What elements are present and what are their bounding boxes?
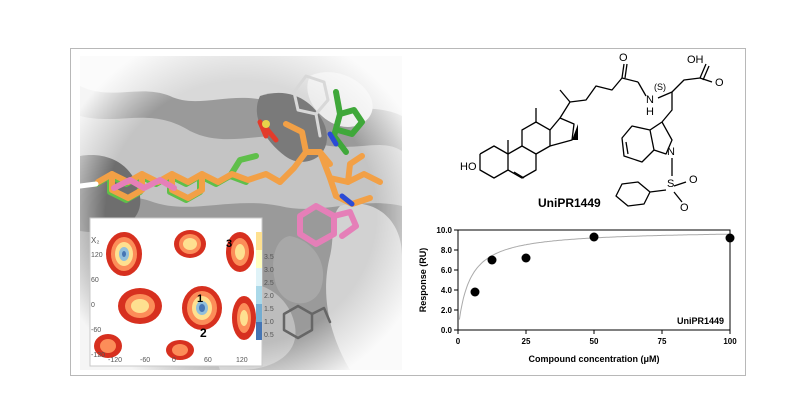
x-tick-label: 100 (723, 337, 737, 346)
x-tick-label: -120 (108, 357, 123, 364)
y-tick-label: 2.0 (441, 306, 453, 315)
atom-ho: HO (460, 161, 477, 173)
y-tick-label: 4.0 (441, 286, 453, 295)
region-label-3: 3 (226, 238, 233, 250)
plot-frame (457, 229, 731, 331)
colorbar-tick-label: 1.5 (264, 306, 274, 313)
data-point (589, 232, 599, 242)
region-label-1: 1 (197, 293, 204, 305)
x-axis-label: Compound concentration (μM) (529, 354, 660, 364)
y-tick-label: -60 (91, 327, 102, 334)
region-label-2: 2 (200, 326, 207, 340)
x-tick-label: 50 (590, 337, 599, 346)
y-tick-label: 0.0 (441, 326, 453, 335)
colorbar-tick-label: 3.5 (264, 254, 274, 261)
x-tick-label: -60 (140, 357, 151, 364)
data-point (470, 287, 480, 297)
binding-chart: 0.0 2.0 4.0 6.0 8.0 10.0 0 25 50 75 100 UniPR1449Co… (418, 226, 737, 364)
y-tick-label: 10.0 (436, 226, 452, 235)
colorbar-tick-label: 1.0 (264, 319, 274, 326)
y-axis-label: X₂ (91, 236, 100, 245)
colorbar-tick-label: 0.5 (264, 332, 274, 339)
atom-n-amide: N (646, 94, 654, 106)
atom-s: S (667, 178, 675, 190)
data-point (521, 253, 531, 263)
atom-o-acid: O (715, 77, 724, 89)
x-tick-label: 75 (658, 337, 667, 346)
atom-oh-acid: OH (687, 54, 704, 66)
ramachandran-inset (89, 217, 263, 367)
y-tick-label: 60 (91, 277, 99, 284)
x-tick-label: 120 (236, 357, 248, 364)
atom-o-s1: O (689, 174, 698, 186)
colorbar-tick-label: 3.0 (264, 267, 274, 274)
x-tick-label: 25 (522, 337, 531, 346)
y-tick-label: 0 (91, 302, 95, 309)
energy-contours (94, 230, 256, 360)
colorbar-tick-label: 2.5 (264, 280, 274, 287)
chart-annotation: UniPR1449 (677, 316, 724, 326)
chemical-structure (479, 63, 713, 207)
atom-n-indole: N (667, 146, 675, 158)
colorbar-tick-label: 2.0 (264, 293, 274, 300)
y-tick-label: 120 (91, 252, 103, 259)
compound-name: UniPR1449 (538, 196, 601, 210)
stereo-label: (S) (654, 82, 666, 92)
atom-o-s2: O (680, 202, 689, 214)
data-point (725, 233, 735, 243)
ligand-poses (80, 74, 383, 340)
y-axis-label: Response (RU) (418, 248, 428, 313)
colorbar (256, 232, 262, 340)
atom-o-amide: O (619, 52, 628, 64)
x-tick-label: 60 (204, 357, 212, 364)
x-tick-label: 0 (172, 357, 176, 364)
y-tick-label: 6.0 (441, 266, 453, 275)
right-panel: OH O O N H (S) N S O O HO UniPR1449 0.0 2… (410, 52, 740, 372)
y-tick-label: 8.0 (441, 246, 453, 255)
atom-h-amide: H (646, 106, 654, 118)
x-tick-label: 0 (456, 337, 461, 346)
data-point (487, 255, 497, 265)
y-tick-label: -120 (91, 352, 106, 359)
docking-pose-panel: 1 2 3 X₂ 120 60 0 -60 -120 -120 -60 0 60 120 3.5… (80, 56, 402, 370)
docking-pose-image (80, 56, 402, 370)
